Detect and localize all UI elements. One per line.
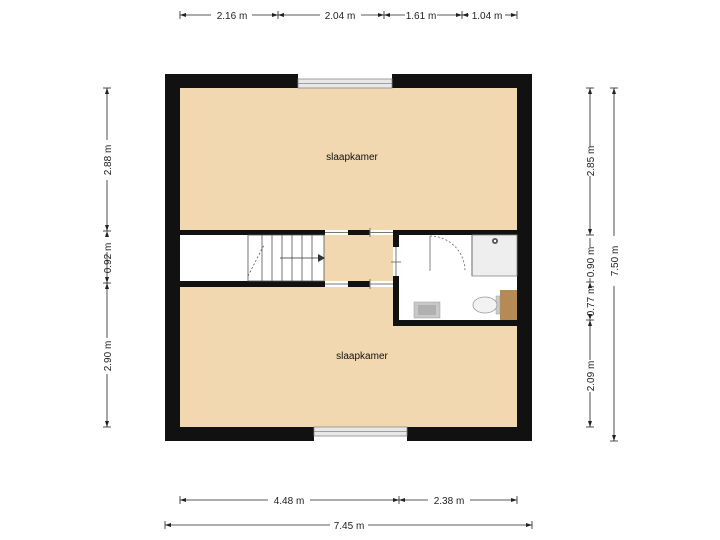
dim-left-2: 0.92 m	[103, 243, 114, 274]
toilet-icon	[472, 295, 501, 315]
wall-interior-upper-right	[393, 230, 517, 235]
dim-left-1: 2.88 m	[103, 145, 114, 176]
wall-right	[517, 74, 532, 441]
dim-right-total: 7.50 m	[610, 246, 621, 277]
dim-top-4: 1.04 m	[472, 11, 503, 22]
wall-interior-lower-left	[180, 281, 325, 287]
wall-top-left	[165, 74, 298, 88]
walls	[165, 74, 532, 441]
dim-top-2: 2.04 m	[325, 11, 356, 22]
vanity-cabinet-icon	[500, 290, 517, 320]
dim-bottom-1: 4.48 m	[274, 496, 305, 507]
wall-top-right	[392, 74, 532, 88]
dim-right-2: 0.90 m	[586, 247, 597, 278]
wall-left	[165, 74, 180, 441]
room-label-bedroom-bottom: slaapkamer	[336, 351, 388, 362]
wall-interior-lower-mid	[348, 281, 370, 287]
door-openings	[325, 228, 401, 289]
dimension-lines	[103, 11, 618, 529]
bedroom-top-floor	[180, 88, 517, 230]
stairs-arrow-icon	[318, 254, 325, 262]
stairs-direction-line	[247, 244, 265, 277]
room-label-bedroom-top: slaapkamer	[326, 152, 378, 163]
dim-bottom-2: 2.38 m	[434, 496, 465, 507]
dim-left-3: 2.90 m	[103, 341, 114, 372]
floor-areas	[180, 88, 517, 427]
dim-top-3: 1.61 m	[406, 11, 437, 22]
dim-right-4: 2.09 m	[586, 361, 597, 392]
wall-interior-upper-mid	[348, 230, 370, 235]
dim-top-1: 2.16 m	[217, 11, 248, 22]
wall-bottom-right	[407, 427, 532, 441]
door-swing-icon	[429, 235, 466, 272]
wall-interior-upper-left	[180, 230, 325, 235]
shower-icon	[471, 234, 518, 277]
dimension-arrowheads	[105, 13, 616, 527]
wall-bottom-left	[165, 427, 314, 441]
landing-floor	[324, 235, 393, 281]
dim-right-3: 0.77 m	[586, 286, 597, 317]
wall-bathroom-left-lower	[393, 276, 399, 326]
dim-right-1: 2.85 m	[586, 146, 597, 177]
dim-bottom-total: 7.45 m	[334, 521, 365, 532]
dimension-labels: 2.16 m 2.04 m 1.61 m 1.04 m 2.88 m 0.92 …	[103, 11, 621, 532]
windows	[297, 78, 408, 437]
wall-bathroom-bottom	[393, 320, 517, 326]
wall-bathroom-left	[393, 235, 399, 247]
stairs-icon	[247, 234, 325, 282]
sink-icon	[413, 301, 441, 319]
